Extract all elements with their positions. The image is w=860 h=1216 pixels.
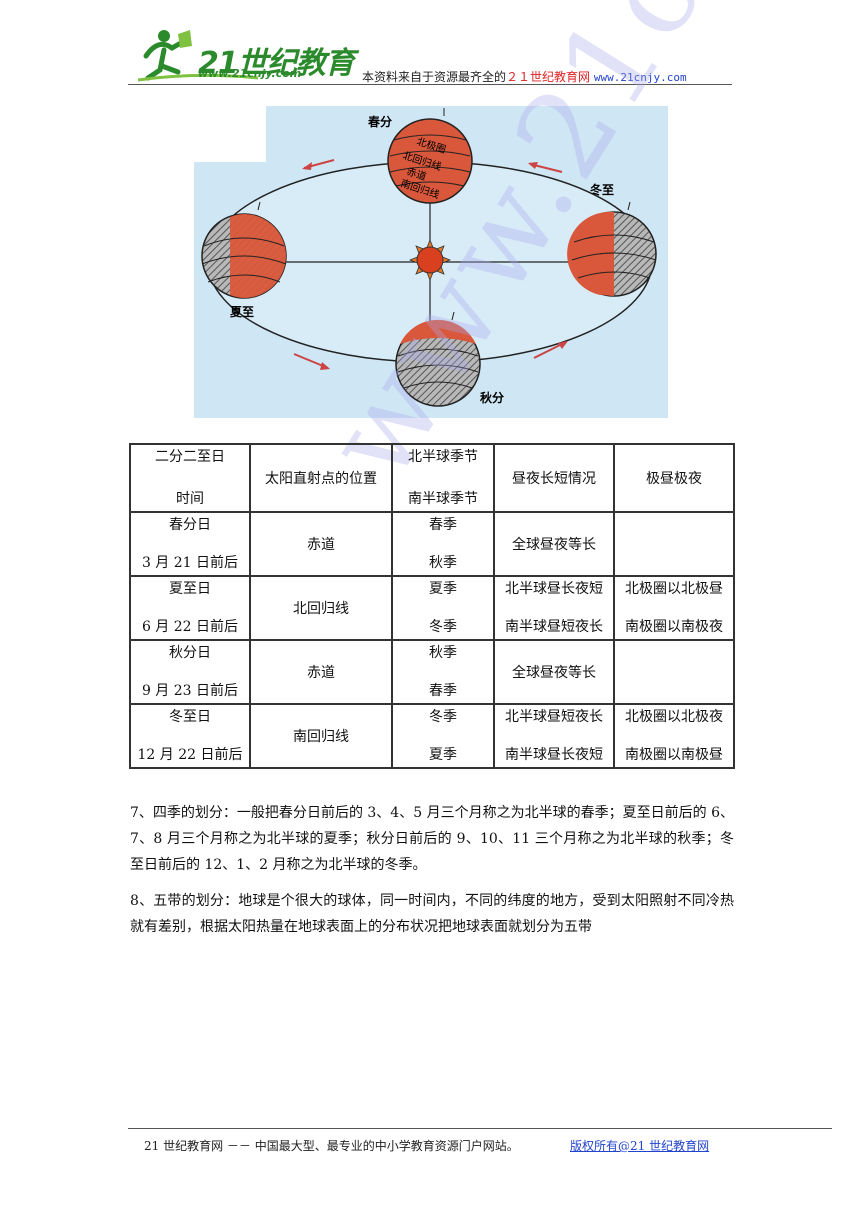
logo-text: 21世纪教育 xyxy=(198,46,355,81)
earth-winter xyxy=(567,201,657,297)
cell-season: 夏季冬季 xyxy=(391,575,495,641)
cell-daylength: 全球昼夜等长 xyxy=(493,511,615,577)
label-autumn: 秋分 xyxy=(480,390,504,405)
orbit-arrow-1-head xyxy=(302,162,312,170)
cell-position: 赤道 xyxy=(249,639,393,705)
earth-orbit-diagram: 春分 北极圈 北回归线 赤道 南回归线 夏至 冬至 秋分 xyxy=(194,106,668,418)
cell-polar xyxy=(613,639,735,705)
label-summer: 夏至 xyxy=(230,305,254,319)
orbit-arrow-2-head xyxy=(528,162,538,169)
header-url-link[interactable]: www.21cnjy.com xyxy=(593,71,687,84)
earth-spring xyxy=(387,108,473,204)
cell-season: 冬季夏季 xyxy=(391,703,495,769)
cell-polar: 北极圈以北极夜南极圈以南极昼 xyxy=(613,703,735,769)
cell-polar xyxy=(613,511,735,577)
label-spring: 春分 xyxy=(367,114,392,129)
footer-copyright-link[interactable]: 版权所有@21 世纪教育网 xyxy=(570,1139,710,1153)
header-note-prefix: 本资料来自于资源最齐全的 xyxy=(362,70,507,84)
paragraph-five-zones: 8、五带的划分：地球是个很大的球体，同一时间内，不同的纬度的地方，受到太阳照射不… xyxy=(130,893,734,935)
header-note: 本资料来自于资源最齐全的２１世纪教育网 www.21cnjy.com xyxy=(362,68,687,85)
earth-summer xyxy=(201,201,287,299)
table-header-row: 二分二至日时间 太阳直射点的位置 北半球季节南半球季节 昼夜长短情况 极昼极夜 xyxy=(129,443,735,513)
header-cell-polar: 极昼极夜 xyxy=(613,443,735,513)
cell-position: 赤道 xyxy=(249,511,393,577)
header-site-link[interactable]: ２１世纪教育网 xyxy=(506,70,591,84)
diagram-blank-corner xyxy=(194,106,266,162)
header-cell-position: 太阳直射点的位置 xyxy=(249,443,393,513)
cell-daylength: 北半球昼短夜长南半球昼长夜短 xyxy=(493,703,615,769)
header-cell-date: 二分二至日时间 xyxy=(129,443,251,513)
footer-divider xyxy=(128,1128,832,1129)
seasons-table: 二分二至日时间 太阳直射点的位置 北半球季节南半球季节 昼夜长短情况 极昼极夜 … xyxy=(129,443,735,769)
earth-autumn xyxy=(395,311,481,407)
paragraph-seasons: 7、四季的划分：一般把春分日前后的 3、4、5 月三个月称之为北半球的春季；夏至… xyxy=(130,805,734,873)
cell-position: 南回归线 xyxy=(249,703,393,769)
logo-url: www.21cnjy.com xyxy=(198,67,302,80)
header-divider xyxy=(128,84,732,85)
header-cell-season: 北半球季节南半球季节 xyxy=(391,443,495,513)
cell-daylength: 北半球昼长夜短南半球昼短夜长 xyxy=(493,575,615,641)
orbit-arrow-4-head xyxy=(558,341,568,349)
orbit-arrow-3-head xyxy=(320,362,330,370)
site-logo-icon xyxy=(138,30,259,82)
sun-icon xyxy=(408,238,452,282)
header-cell-daylength: 昼夜长短情况 xyxy=(493,443,615,513)
label-winter: 冬至 xyxy=(590,182,614,197)
cell-polar: 北极圈以北极昼南极圈以南极夜 xyxy=(613,575,735,641)
cell-season: 秋季春季 xyxy=(391,639,495,705)
cell-daylength: 全球昼夜等长 xyxy=(493,639,615,705)
footer-text: 21 世纪教育网 －－ 中国最大型、最专业的中小学教育资源门户网站。 xyxy=(144,1139,519,1153)
cell-season: 春季秋季 xyxy=(391,511,495,577)
cell-position: 北回归线 xyxy=(249,575,393,641)
